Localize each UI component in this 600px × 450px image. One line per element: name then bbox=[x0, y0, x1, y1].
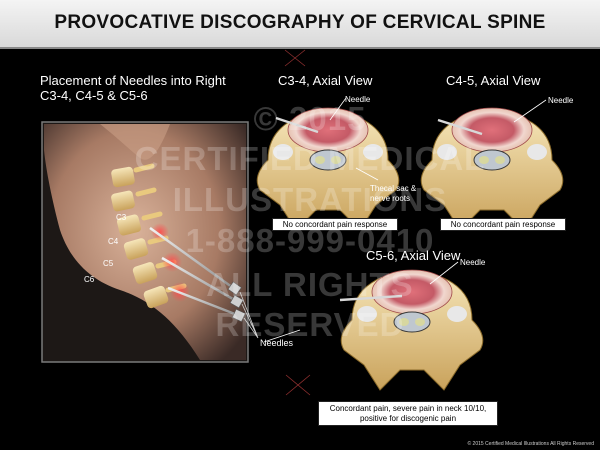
watermark-crosshair bbox=[284, 49, 311, 396]
title-bar: PROVOCATIVE DISCOGRAPHY OF CERVICAL SPIN… bbox=[0, 0, 600, 49]
response-c5-6: Concordant pain, severe pain in neck 10/… bbox=[318, 401, 498, 426]
response-c4-5: No concordant pain response bbox=[440, 218, 566, 231]
thecal-sac-label: Thecal sac & nerve roots bbox=[370, 184, 417, 203]
needle-label-c4-5: Needle bbox=[548, 96, 574, 105]
vertebra-label-c4: C4 bbox=[108, 237, 119, 246]
placement-heading: Placement of Needles into Right C3-4, C4… bbox=[40, 73, 226, 103]
panel-heading-c3-4: C3-4, Axial View bbox=[278, 73, 373, 88]
neck-illustration bbox=[41, 121, 249, 363]
vertebra-label-c5: C5 bbox=[103, 259, 114, 268]
copyright-notice: © 2015 Certified Medical Illustrations A… bbox=[467, 441, 594, 447]
axial-view-c4-5 bbox=[420, 99, 564, 231]
cervical-spine bbox=[111, 163, 187, 309]
needles-neck bbox=[149, 226, 259, 339]
axial-view-c5-6 bbox=[339, 261, 484, 391]
page-title: PROVOCATIVE DISCOGRAPHY OF CERVICAL SPIN… bbox=[54, 12, 546, 33]
axial-view-c3-4 bbox=[256, 97, 400, 231]
needle-label-c3-4: Needle bbox=[345, 95, 371, 104]
needle-label-c5-6: Needle bbox=[460, 258, 486, 267]
vertebra-label-c3: C3 bbox=[116, 213, 127, 222]
response-c3-4: No concordant pain response bbox=[272, 218, 398, 231]
panel-heading-c5-6: C5-6, Axial View bbox=[366, 248, 461, 263]
pain-glow-c3-4 bbox=[151, 223, 169, 241]
needles-label: Needles bbox=[260, 338, 294, 348]
vertebra-label-c6: C6 bbox=[84, 275, 95, 284]
panel-heading-c4-5: C4-5, Axial View bbox=[446, 73, 541, 88]
